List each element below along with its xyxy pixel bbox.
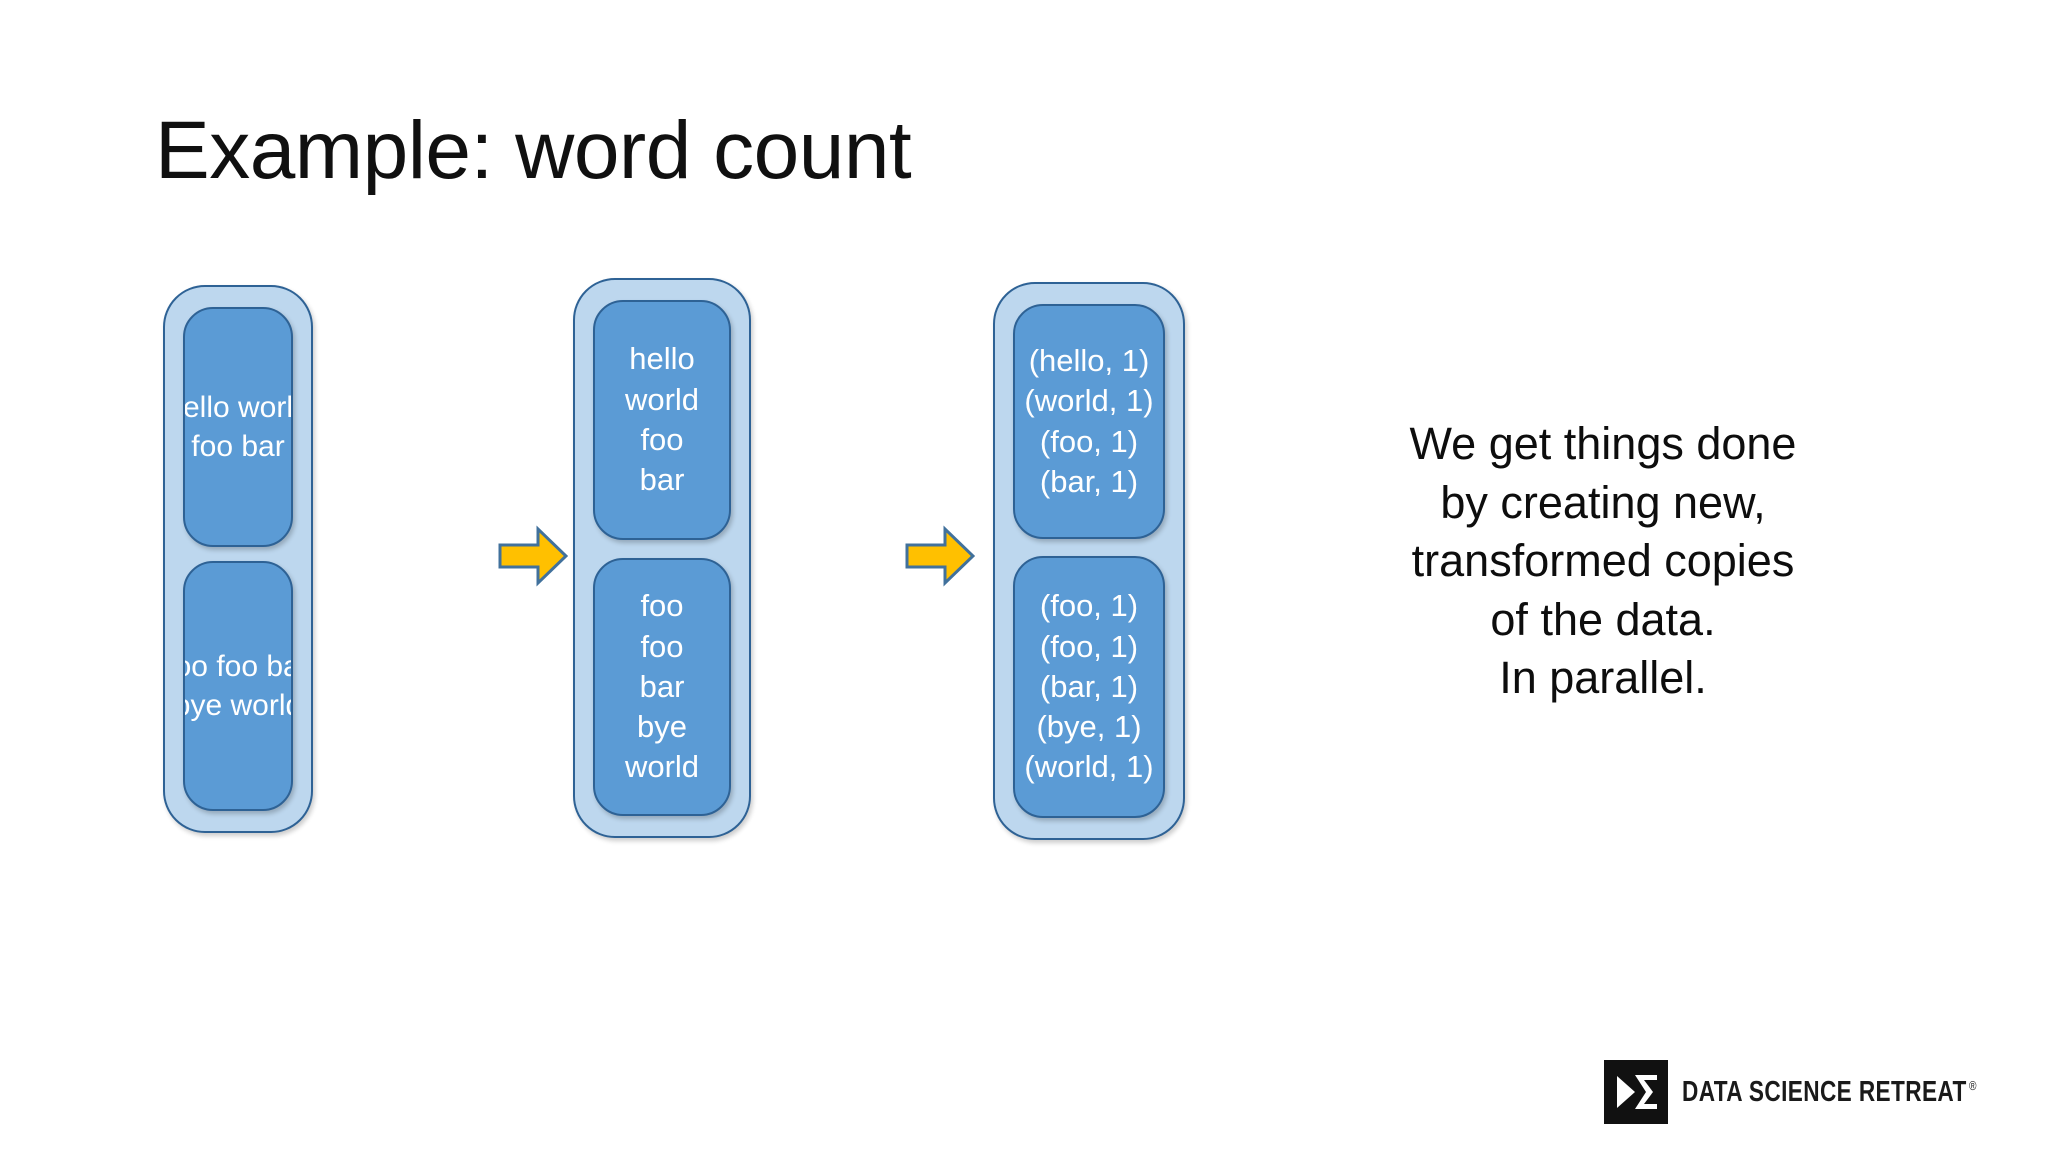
partition-line: foo	[640, 588, 684, 624]
partition-line: (world, 1)	[1024, 749, 1154, 785]
partition-line: (foo, 1)	[1039, 588, 1139, 624]
registered-mark: ®	[1969, 1077, 1977, 1093]
partition: hello world foo bar	[593, 300, 731, 540]
stage-split-words: hello world foo bar foo foo bar bye worl…	[573, 278, 751, 838]
partition-line: world	[624, 749, 700, 785]
partition-line: foo foo bar	[185, 650, 291, 683]
caption-text: We get things done by creating new, tran…	[1378, 415, 1828, 708]
partition-line: world	[624, 381, 700, 417]
partition-line: hello	[629, 341, 695, 377]
partition-line: (world, 1)	[1024, 383, 1154, 419]
play-sigma-icon	[1604, 1060, 1668, 1124]
partition: (hello, 1) (world, 1) (foo, 1) (bar, 1)	[1013, 304, 1165, 539]
partition-line: foo	[640, 422, 684, 457]
partition-line: (foo, 1)	[1039, 628, 1139, 664]
partition-line: (hello, 1)	[1028, 342, 1150, 378]
partition-line: hello world	[183, 391, 293, 424]
right-arrow-icon	[905, 525, 976, 587]
partition-line: bye	[637, 709, 687, 745]
stage-input-lines: hello world foo bar foo foo bar bye worl…	[163, 285, 313, 833]
partition: foo foo bar bye world	[593, 558, 731, 816]
page-title: Example: word count	[155, 105, 912, 196]
partition-line: (foo, 1)	[1039, 423, 1139, 459]
caption-line: of the data.	[1490, 593, 1716, 645]
partition-line: bar	[639, 668, 685, 704]
logo-wordmark-label: DATA SCIENCE RETREAT	[1682, 1075, 1967, 1108]
partition-line: bar	[639, 462, 685, 498]
partition-line: foo bar	[191, 430, 285, 463]
stage-map-to-pairs: (hello, 1) (world, 1) (foo, 1) (bar, 1) …	[993, 282, 1185, 840]
caption-line: In parallel.	[1499, 652, 1707, 703]
partition-line: bye world	[185, 689, 291, 722]
logo-wordmark: DATA SCIENCE RETREAT®	[1682, 1076, 1977, 1109]
partition-line: (bye, 1)	[1036, 709, 1142, 745]
caption-line: We get things done	[1409, 418, 1797, 469]
partition-line: (bar, 1)	[1039, 668, 1139, 704]
partition-line: (bar, 1)	[1039, 463, 1139, 499]
partition: foo foo bar bye world	[183, 561, 293, 811]
caption-line: by creating new,	[1440, 476, 1766, 528]
brand-logo: DATA SCIENCE RETREAT®	[1604, 1060, 2048, 1124]
right-arrow-icon	[498, 525, 569, 587]
partition-line: foo	[640, 628, 684, 664]
caption-line: transformed copies	[1411, 535, 1795, 586]
partition: hello world foo bar	[183, 307, 293, 547]
partition: (foo, 1) (foo, 1) (bar, 1) (bye, 1) (wor…	[1013, 556, 1165, 818]
